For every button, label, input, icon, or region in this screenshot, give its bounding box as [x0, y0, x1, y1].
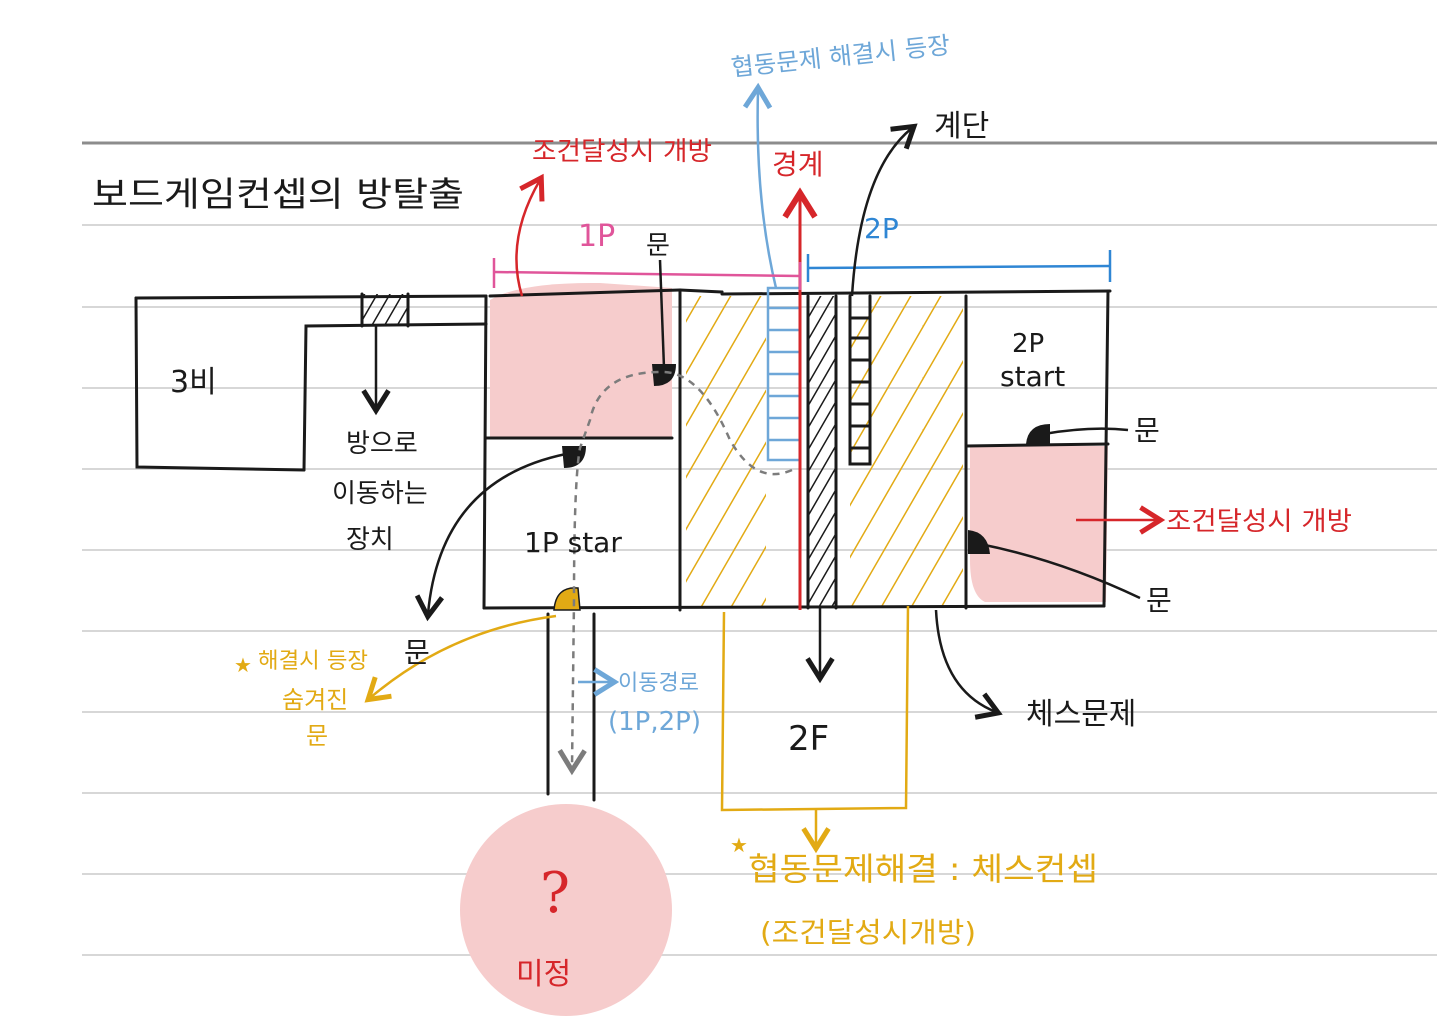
- door-left-arrow: [414, 452, 567, 622]
- stairs-label: 계단: [934, 109, 989, 144]
- undecided-label: 미정: [516, 957, 571, 992]
- floor2-box: [720, 605, 910, 812]
- hall-walls: [134, 292, 488, 472]
- p1-label: 1P: [578, 219, 615, 254]
- hidden-door-label-a: 숨겨진: [282, 686, 348, 714]
- star-icon: ★: [234, 653, 252, 677]
- p1-start-label: 1P star: [524, 526, 622, 559]
- door-right-bottom-pointer: [979, 542, 1141, 600]
- door-top-icon: [652, 364, 676, 386]
- hidden-door-arrow: [364, 614, 557, 703]
- door-top-label: 문: [646, 231, 670, 261]
- star-icon: ★: [730, 833, 748, 857]
- stairs-arrow: [850, 123, 918, 297]
- open-condition-right-label: 조건달성시 개방: [1166, 507, 1352, 537]
- door-top-pointer: [658, 259, 666, 369]
- p1-bracket: [492, 258, 802, 290]
- open-condition-top-label: 조건달성시 개방: [532, 137, 712, 167]
- device-hatch: [362, 294, 408, 324]
- floor2-label: 2F: [788, 719, 829, 759]
- path-label-a: 이동경로: [618, 671, 699, 696]
- path-label-b: (1P,2P): [608, 707, 701, 737]
- door-right-top-label: 문: [1134, 414, 1160, 447]
- coop-reveal-label: 협동문제 해결시 등장: [730, 31, 952, 82]
- undecided-room-fill: [460, 804, 672, 1016]
- boundary-label: 경계: [772, 148, 824, 181]
- coop-concept-label: 협동문제해결 : 체스컨셉: [748, 850, 1098, 888]
- undecided-question: ?: [540, 861, 570, 926]
- chess-puzzle-label: 체스문제: [1026, 697, 1136, 732]
- coop-ladder: [766, 286, 802, 462]
- device-label: 방으로 이동하는 장치: [332, 429, 436, 555]
- open-top-arrow: [515, 173, 545, 297]
- wall-black-hatch: [808, 296, 836, 608]
- chess-arrow: [934, 609, 1003, 720]
- stairs-steps: [850, 316, 870, 450]
- movement-path-dashed: [557, 370, 793, 776]
- main-walls: [482, 288, 1112, 802]
- p2-bracket: [806, 250, 1112, 282]
- open-area-right-fill: [970, 446, 1108, 602]
- page-title: 보드게임컨셉의 방탈출: [92, 175, 464, 215]
- coop-reveal-arrow: [742, 82, 778, 289]
- coop-concept-sub-label: (조건달성시개방): [760, 916, 976, 949]
- door-right-bottom-icon: [968, 530, 990, 554]
- door-right-top-icon: [1026, 424, 1050, 444]
- door-right-bottom-label: 문: [1146, 584, 1172, 617]
- p2-start-label-a: 2P: [1012, 329, 1044, 359]
- door-left-icon: [562, 446, 586, 468]
- door-left-label: 문: [404, 636, 430, 669]
- chess-zone-left-hatch: [686, 296, 766, 608]
- hidden-door-label-b: 문: [306, 722, 328, 750]
- hall-label: 3비: [170, 365, 217, 400]
- door-right-top-pointer: [1043, 427, 1129, 436]
- p2-start-label-b: start: [1000, 360, 1065, 393]
- p2-label: 2P: [864, 212, 899, 245]
- open-area-top-left-fill: [490, 282, 672, 438]
- appear-on-solve-label: 해결시 등장: [258, 649, 368, 674]
